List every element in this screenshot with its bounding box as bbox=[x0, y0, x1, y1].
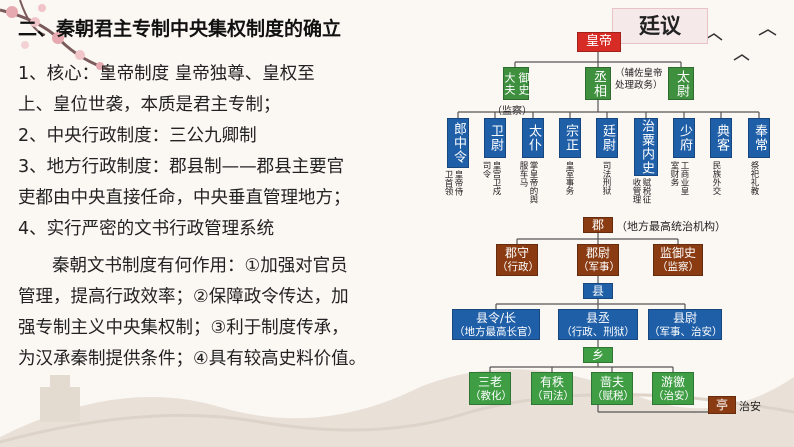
paragraph-line: 4、实行严密的文书行政管理系统 bbox=[18, 219, 275, 239]
sangong-yushidafu: 御史大夫 bbox=[503, 67, 530, 100]
jiuqing-taipu: 太仆 bbox=[522, 118, 544, 158]
paragraph-line: 上、皇位世袭，本质是君主专制； bbox=[18, 95, 281, 115]
jiuqing-langzhongling: 郎中令 bbox=[447, 118, 469, 168]
jiuqing-shaofu: 少府 bbox=[673, 118, 695, 158]
xiang-node: 乡 bbox=[583, 347, 613, 363]
junwei-name: 郡尉 bbox=[585, 246, 610, 260]
jiuqing-zongzheng: 宗正 bbox=[559, 118, 581, 158]
section-heading: 二、秦朝君主专制中央集权制度的确立 bbox=[18, 18, 342, 40]
xiang-youjiao: 游徼 （治安） bbox=[652, 372, 695, 405]
paragraph-line: 强专制主义中央集权制；③利于制度传承， bbox=[18, 318, 349, 338]
jiuqing-fengchang: 奉常 bbox=[748, 118, 770, 158]
ting-node: 亭 bbox=[708, 396, 736, 414]
zongzheng-duty: 皇室事务 bbox=[564, 161, 574, 195]
paragraph-line: 吏都由中央直接任命，中央垂直管理地方； bbox=[18, 188, 351, 208]
chengxiang-note: （辅佐皇帝处理政务） bbox=[615, 68, 663, 91]
junshou-role: （行政） bbox=[497, 261, 539, 273]
shaofu-duty: 工商业皇室财务 bbox=[669, 161, 689, 195]
jun-note: （地方最高统治机构） bbox=[616, 220, 726, 233]
jiuqing-tingwei: 廷尉 bbox=[596, 118, 618, 158]
sanlao-role: （教化） bbox=[470, 389, 512, 402]
youjiao-name: 游徼 bbox=[660, 374, 685, 389]
paragraph-line: 管理，提高行政效率；②保障政令传达，加 bbox=[18, 287, 349, 307]
sanlao-name: 三老 bbox=[477, 374, 502, 389]
paragraph-line: 2、中央行政制度：三公九卿制 bbox=[18, 126, 257, 146]
zhisuneishi-duty: 赋税征收管理 bbox=[631, 178, 651, 204]
youzhi-role: （司法） bbox=[532, 389, 574, 402]
tingwei-duty: 司法刑狱 bbox=[601, 161, 611, 195]
yushidafu-note: （监察） bbox=[492, 106, 532, 117]
jianyushi-role: （监察） bbox=[657, 261, 699, 273]
paragraph-line: 为汉承秦制提供条件；④具有较高史料价值。 bbox=[18, 349, 367, 369]
sangong-chengxiang: 丞相 bbox=[585, 67, 611, 100]
diagram-title: 廷议 bbox=[612, 8, 708, 44]
xianling-role: （地方最高长官） bbox=[454, 325, 538, 338]
xianling-name: 县令/长 bbox=[475, 310, 517, 325]
weiwei-duty: 皇宫卫戍司令 bbox=[481, 161, 501, 195]
youzhi-name: 有秩 bbox=[539, 374, 564, 389]
fengchang-duty: 祭祀礼教 bbox=[749, 161, 759, 195]
jun-node: 郡 bbox=[583, 217, 613, 233]
left-text-panel: 二、秦朝君主专制中央集权制度的确立 1、核心：皇帝制度 皇帝独尊、皇权至 上、皇… bbox=[12, 14, 417, 375]
xiang-youzhi: 有秩 （司法） bbox=[531, 372, 574, 405]
jiuqing-weiwei: 卫尉 bbox=[484, 118, 506, 158]
sangong-taiwei: 太尉 bbox=[668, 67, 694, 100]
paragraph-line: 1、核心：皇帝制度 皇帝独尊、皇权至 bbox=[18, 64, 315, 84]
xian-xianling: 县令/长 （地方最高长官） bbox=[452, 309, 540, 340]
xian-xiancheng: 县丞 （行政、刑狱） bbox=[558, 309, 638, 340]
paragraph-line: 3、地方行政制度：郡县制——郡县主要官 bbox=[18, 157, 345, 177]
sefu-role: （赋税） bbox=[592, 389, 634, 402]
junshou-name: 郡守 bbox=[504, 246, 529, 260]
youjiao-role: （治安） bbox=[653, 389, 695, 402]
xianwei-role: （军事、治安） bbox=[649, 325, 723, 338]
jun-junshou: 郡守 （行政） bbox=[496, 244, 539, 276]
xian-node: 县 bbox=[583, 283, 613, 299]
plum-blossom-decoration bbox=[0, 0, 111, 72]
jun-jianyushi: 监御史 （监察） bbox=[653, 244, 703, 276]
xiang-sanlao: 三老 （教化） bbox=[469, 372, 512, 405]
jiuqing-zhisuneishi: 治粟内史 bbox=[634, 118, 658, 176]
jiuqing-dianke: 典客 bbox=[710, 118, 732, 158]
emperor-node: 皇帝 bbox=[577, 32, 621, 52]
ting-note: 治安 bbox=[739, 400, 761, 413]
jianyushi-name: 监御史 bbox=[659, 246, 696, 260]
xiang-sefu: 啬夫 （赋税） bbox=[591, 372, 634, 405]
sefu-name: 啬夫 bbox=[599, 374, 624, 389]
xiancheng-role: （行政、刑狱） bbox=[561, 325, 635, 338]
paragraph-line: 秦朝文书制度有何作用：①加强对官员 bbox=[52, 256, 348, 276]
dianke-duty: 民族外交 bbox=[711, 161, 721, 195]
jun-junwei: 郡尉 （军事） bbox=[577, 244, 620, 276]
junwei-role: （军事） bbox=[578, 261, 620, 273]
xian-xianwei: 县尉 （军事、治安） bbox=[648, 309, 723, 340]
langzhongling-duty: 皇帝侍卫首领 bbox=[443, 170, 463, 196]
xiancheng-name: 县丞 bbox=[585, 310, 610, 325]
xianwei-name: 县尉 bbox=[672, 310, 697, 325]
taipu-duty: 掌皇帝的舆服车马 bbox=[518, 161, 538, 204]
